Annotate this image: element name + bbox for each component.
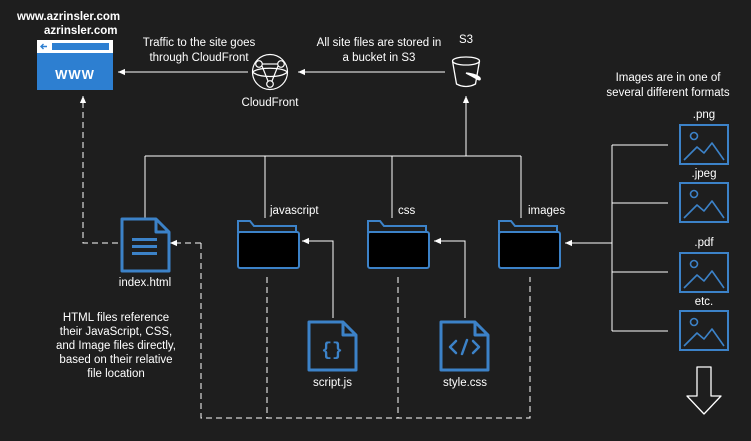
format-label-etc: etc. [694,296,714,308]
cloudfront-label: CloudFront [241,97,299,109]
folder-label-javascript: javascript [270,205,319,217]
html-note-line3: and Image files directly, [56,340,176,352]
arrow-script-to-javascript [302,237,334,318]
traffic-note-line1: Traffic to the site goes [142,37,256,49]
folder-javascript-icon [237,220,300,269]
s3-label: S3 [458,34,474,46]
cloudfront-icon [251,53,289,91]
image-pdf-icon [679,252,729,293]
arrow-style-to-css [434,237,466,318]
javascript-file-icon: {} [307,320,358,372]
document-icon [120,217,171,273]
format-label-png: .png [692,109,716,121]
site-url-secondary: azrinsler.com [44,25,118,37]
images-note-line1: Images are in one of [615,72,721,84]
dashed-references [79,96,531,419]
s3-note-line1: All site files are stored in [316,37,442,49]
image-etc-icon [679,310,729,351]
html-note-line4: based on their relative [59,354,173,366]
file-label-script: script.js [313,377,352,389]
images-note-line2: several different formats [606,87,730,99]
folder-label-images: images [528,205,566,217]
dashed-reference-bus [200,243,531,419]
image-jpeg-icon [679,182,729,223]
down-arrow-icon [686,366,722,415]
svg-text:{}: {} [321,341,343,361]
html-note-line5: file location [87,368,145,380]
site-url-primary: www.azrinsler.com [17,11,121,23]
html-note-line2: their JavaScript, CSS, [59,326,173,338]
folder-label-css: css [398,205,416,217]
connectors [118,68,668,332]
file-label-style: style.css [442,377,488,389]
dashed-index-to-browser [79,96,118,244]
format-label-pdf: .pdf [694,237,714,249]
folder-images-icon [498,220,561,269]
html-note-line1: HTML files reference [62,312,170,324]
image-png-icon [679,124,729,165]
code-file-icon [439,320,490,372]
folder-css-icon [367,220,430,269]
traffic-note-line2: through CloudFront [149,52,249,64]
browser-window-icon [37,40,113,90]
browser-www-text: WWW [55,67,95,82]
format-label-jpeg: .jpeg [691,168,717,180]
s3-note-line2: a bucket in S3 [342,52,416,64]
file-label-index: index.html [118,277,172,289]
s3-bucket-icon [451,56,481,88]
